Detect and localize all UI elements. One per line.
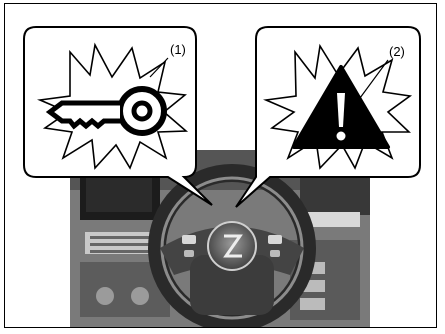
callout-label-2: (2) [389,45,405,58]
callout-label-1: (1) [170,43,186,56]
right-air-vent [305,212,360,227]
